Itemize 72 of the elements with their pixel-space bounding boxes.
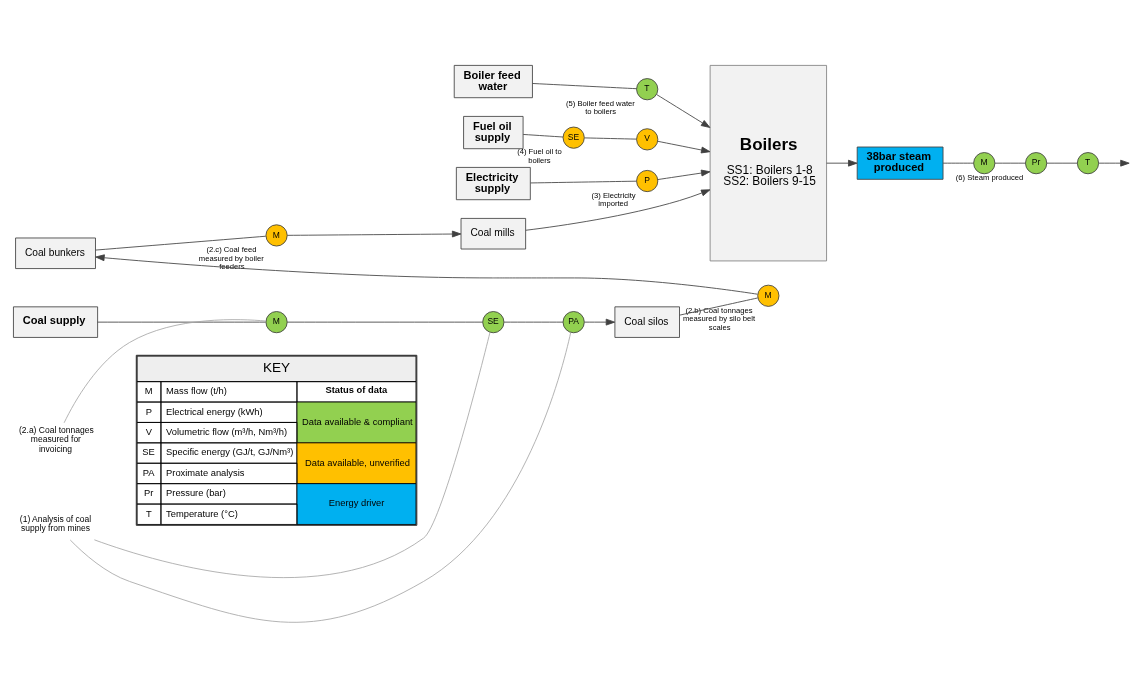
label: SE	[142, 447, 155, 458]
label: Temperature (°C)	[166, 508, 238, 519]
node-box: Coal mills	[460, 218, 527, 250]
connector	[530, 180, 637, 184]
label: T	[146, 508, 152, 519]
label: Volumetric flow (m³/h, Nm³/h)	[166, 427, 288, 438]
label: Status of data	[325, 385, 388, 396]
arrow	[656, 94, 711, 128]
label: Pressure (bar)	[166, 488, 226, 499]
arrow	[525, 189, 711, 231]
node-circle: M	[265, 311, 288, 334]
node-label: (2.b) Coal tonnages measured by silo belt scales	[682, 305, 756, 332]
connector	[503, 321, 564, 323]
label: M	[144, 386, 153, 397]
arrow	[1098, 159, 1130, 167]
node-circle: SE	[562, 126, 585, 149]
arrow	[95, 254, 758, 295]
label: Electrical energy (kWh)	[166, 406, 263, 417]
node-box: Boiler feed water	[453, 64, 533, 99]
node-circle: Pr	[1025, 152, 1048, 175]
node-circle: V	[636, 128, 659, 151]
connector	[95, 235, 267, 251]
node-label: (6) Steam produced	[955, 172, 1024, 182]
node-box: Boilers SS1: Boilers 1-8 SS2: Boilers 9-15	[709, 64, 827, 262]
connector	[532, 83, 637, 90]
label: P	[145, 406, 152, 417]
connector	[522, 134, 564, 138]
node-box: Coal bunkers	[15, 237, 96, 269]
label: Proximate analysis	[166, 467, 245, 478]
label: KEY	[262, 360, 291, 376]
label: PA	[142, 467, 155, 478]
connector	[69, 331, 572, 623]
node-circle: M	[757, 284, 780, 307]
node-box: Electricity supply	[455, 167, 531, 201]
node-circle: T	[1076, 152, 1100, 175]
legend-label: Data available & compliant	[302, 416, 413, 427]
connector	[97, 321, 266, 323]
connector	[584, 137, 637, 140]
node-box: Coal supply	[13, 306, 99, 338]
node-label: (3) Electricity imported	[591, 190, 636, 209]
label: Mass flow (t/h)	[166, 386, 227, 397]
legend-label: Data available, unverified	[305, 457, 410, 468]
arrow	[657, 169, 711, 180]
connector	[994, 162, 1026, 164]
label: Specific energy (GJ/t, GJ/Nm³)	[166, 447, 294, 458]
arrow	[826, 159, 858, 167]
node-box: Coal silos	[614, 306, 680, 338]
node-circle: SE	[482, 311, 505, 334]
node-text: (2.a) Coal tonnages measured for invoicing	[18, 425, 94, 454]
node-circle: PA	[562, 311, 585, 334]
node-box: 38bar steam produced	[856, 146, 944, 180]
node-circle: M	[265, 224, 288, 247]
label: V	[145, 427, 152, 438]
connector	[63, 319, 267, 424]
node-circle: T	[636, 78, 659, 101]
connector	[286, 321, 484, 323]
node-box: Fuel oil supply	[463, 116, 524, 150]
node-label: (2.c) Coal feed measured by boiler feeders	[198, 245, 264, 272]
legend-label: Energy driver	[328, 498, 385, 509]
connector	[679, 297, 759, 316]
arrow	[286, 230, 462, 238]
node-label: (5) Boiler feed water to boilers	[566, 98, 635, 117]
connector	[942, 162, 974, 164]
node-text: (1) Analysis of coal supply from mines	[19, 513, 92, 534]
node-circle: P	[636, 169, 659, 193]
arrow	[657, 140, 711, 154]
connector	[1046, 162, 1078, 164]
arrow	[584, 318, 616, 326]
label: Pr	[143, 488, 154, 499]
connector	[93, 332, 491, 579]
node-label: (4) Fuel oil to boilers	[517, 147, 562, 165]
node-circle: M	[973, 152, 996, 175]
